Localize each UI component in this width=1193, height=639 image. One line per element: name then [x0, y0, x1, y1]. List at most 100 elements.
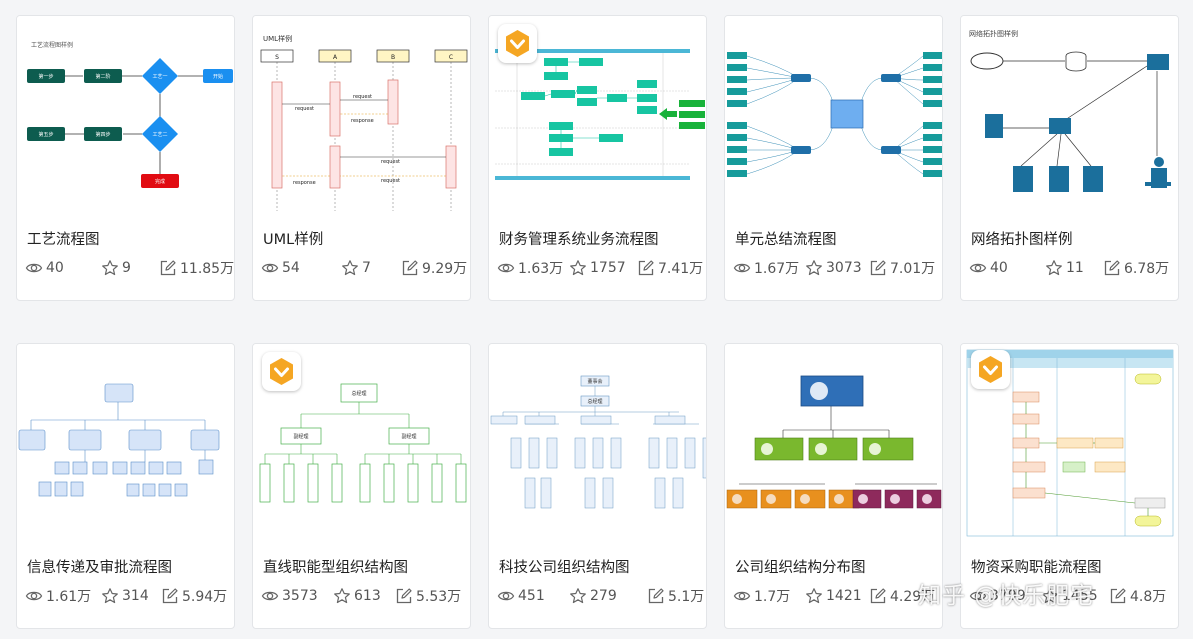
star-icon [341, 259, 359, 277]
edit-icon [869, 259, 887, 277]
card-thumbnail [725, 344, 942, 539]
card-thumbnail [17, 344, 234, 539]
svg-text:第二阶: 第二阶 [95, 73, 110, 80]
star-count: 279 [569, 586, 617, 606]
card-thumbnail: 董事会 总经理 [489, 344, 706, 539]
edit-count: 9.29万 [401, 258, 467, 278]
view-count: 1.7万 [733, 586, 790, 606]
star-count: 1455 [1041, 586, 1098, 606]
svg-text:response: response [351, 118, 374, 124]
view-count: 3573 [261, 586, 318, 606]
card-title[interactable]: 物资采购职能流程图 [971, 560, 1102, 576]
view-count: 1.67万 [733, 258, 799, 278]
star-icon [1041, 587, 1059, 605]
svg-text:第五步: 第五步 [38, 131, 53, 138]
eye-icon [497, 259, 515, 277]
template-card[interactable]: 董事会 总经理 科技公司组织结构图 451 279 5.1万 [488, 343, 707, 629]
svg-text:第四步: 第四步 [95, 131, 110, 138]
star-icon [101, 587, 119, 605]
edit-count: 5.1万 [647, 586, 704, 606]
star-count: 314 [101, 586, 149, 606]
svg-text:request: request [353, 94, 372, 100]
card-thumbnail [489, 16, 706, 211]
card-thumbnail: 网络拓扑图样例 [961, 16, 1178, 211]
card-title[interactable]: 直线职能型组织结构图 [263, 560, 408, 576]
svg-text:request: request [381, 159, 400, 165]
card-thumbnail [961, 344, 1178, 539]
star-count: 1757 [569, 258, 626, 278]
svg-text:网络拓扑图样例: 网络拓扑图样例 [969, 29, 1018, 38]
view-count: 1.61万 [25, 586, 91, 606]
view-count: 3799 [969, 586, 1026, 606]
card-title[interactable]: 公司组织结构分布图 [735, 560, 866, 576]
eye-icon [261, 587, 279, 605]
vip-badge-icon [262, 352, 301, 391]
star-count: 11 [1045, 258, 1084, 278]
card-title[interactable]: 工艺流程图 [27, 232, 100, 248]
view-count: 40 [969, 258, 1008, 278]
eye-icon [969, 587, 987, 605]
eye-icon [261, 259, 279, 277]
template-card[interactable]: 信息传递及审批流程图 1.61万 314 5.94万 [16, 343, 235, 629]
svg-text:request: request [381, 178, 400, 184]
star-count: 9 [101, 258, 131, 278]
card-title[interactable]: 单元总结流程图 [735, 232, 837, 248]
svg-text:工艺一: 工艺一 [152, 74, 167, 80]
template-card[interactable]: 工艺流程图样例 第一步 第二阶 工艺一 开始 第五步 第四步 工艺二 完成 [16, 15, 235, 301]
view-count: 1.63万 [497, 258, 563, 278]
star-icon [1045, 259, 1063, 277]
card-stats: 54 7 9.29万 [261, 258, 467, 278]
card-title[interactable]: 网络拓扑图样例 [971, 232, 1073, 248]
svg-text:副经理: 副经理 [401, 433, 416, 440]
edit-count: 5.53万 [395, 586, 461, 606]
edit-icon [869, 587, 887, 605]
star-icon [569, 259, 587, 277]
star-count: 1421 [805, 586, 862, 606]
svg-text:工艺流程图样例: 工艺流程图样例 [31, 41, 73, 49]
template-card[interactable]: 物资采购职能流程图 3799 1455 4.8万 [960, 343, 1179, 629]
star-icon [333, 587, 351, 605]
card-title[interactable]: 财务管理系统业务流程图 [499, 232, 659, 248]
edit-count: 7.41万 [637, 258, 703, 278]
star-icon [101, 259, 119, 277]
template-card[interactable]: UML样例 S A B C request request response [252, 15, 471, 301]
edit-count: 4.29万 [869, 586, 935, 606]
template-card[interactable]: 网络拓扑图样例 网络拓扑图样例 40 11 6.78万 [960, 15, 1179, 301]
svg-text:A: A [333, 54, 338, 61]
eye-icon [969, 259, 987, 277]
template-card[interactable]: 财务管理系统业务流程图 1.63万 1757 7.41万 [488, 15, 707, 301]
svg-text:完成: 完成 [155, 178, 165, 185]
edit-icon [159, 259, 177, 277]
card-title[interactable]: UML样例 [263, 232, 324, 248]
svg-text:副经理: 副经理 [293, 433, 308, 440]
card-title[interactable]: 信息传递及审批流程图 [27, 560, 172, 576]
star-icon [805, 587, 823, 605]
eye-icon [25, 259, 43, 277]
svg-text:S: S [275, 54, 279, 61]
star-count: 7 [341, 258, 371, 278]
edit-count: 5.94万 [161, 586, 227, 606]
star-count: 613 [333, 586, 381, 606]
card-thumbnail: 工艺流程图样例 第一步 第二阶 工艺一 开始 第五步 第四步 工艺二 完成 [17, 16, 234, 211]
template-card[interactable]: 公司组织结构分布图 1.7万 1421 4.29万 [724, 343, 943, 629]
card-stats: 1.7万 1421 4.29万 [733, 586, 938, 606]
card-stats: 40 11 6.78万 [969, 258, 1174, 278]
star-icon [569, 587, 587, 605]
view-count: 451 [497, 586, 545, 606]
eye-icon [25, 587, 43, 605]
edit-count: 6.78万 [1103, 258, 1169, 278]
edit-icon [395, 587, 413, 605]
card-thumbnail: 总经理 副经理 副经理 [253, 344, 470, 539]
card-stats: 1.67万 3073 7.01万 [733, 258, 938, 278]
card-title[interactable]: 科技公司组织结构图 [499, 560, 630, 576]
star-count: 3073 [805, 258, 862, 278]
template-card[interactable]: 总经理 副经理 副经理 直线职能型组织结构图 3573 613 5.53万 [252, 343, 471, 629]
edit-icon [647, 587, 665, 605]
edit-count: 4.8万 [1109, 586, 1166, 606]
card-stats: 1.63万 1757 7.41万 [497, 258, 703, 278]
svg-text:董事会: 董事会 [587, 378, 602, 385]
template-card[interactable]: 单元总结流程图 1.67万 3073 7.01万 [724, 15, 943, 301]
svg-text:总经理: 总经理 [351, 390, 366, 397]
svg-text:第一步: 第一步 [38, 73, 53, 80]
edit-icon [161, 587, 179, 605]
